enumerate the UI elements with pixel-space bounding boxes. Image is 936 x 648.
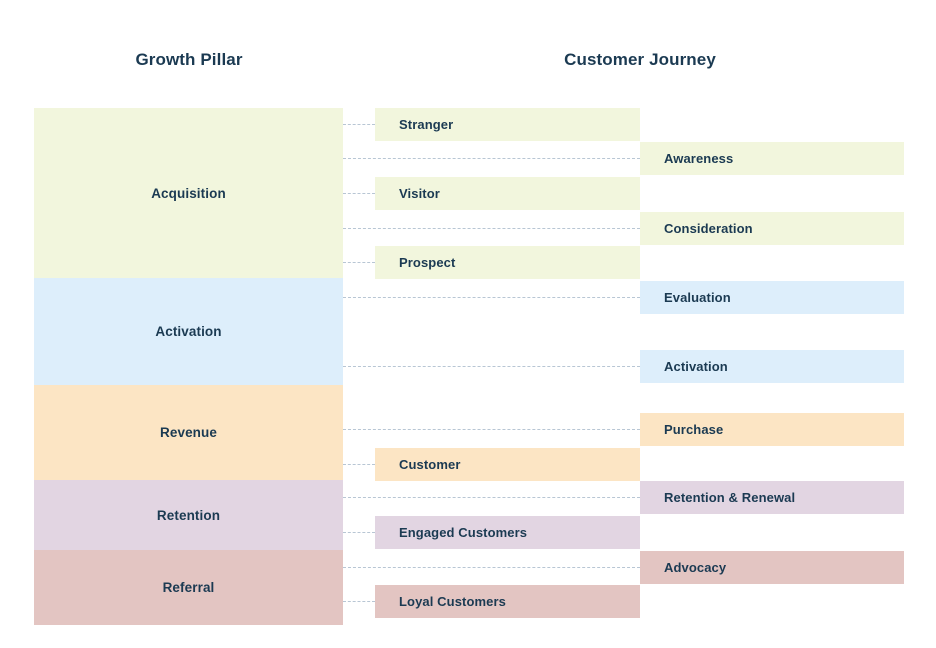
connector-line	[343, 297, 640, 298]
pillar-block[interactable]: Acquisition	[34, 108, 343, 278]
customer-stage-label: Stranger	[399, 117, 454, 132]
customer-stage-label: Prospect	[399, 255, 456, 270]
pillar-label: Activation	[155, 324, 222, 339]
customer-stage-label: Engaged Customers	[399, 525, 528, 540]
journey-stage-bar[interactable]: Advocacy	[640, 551, 904, 584]
connector-line	[343, 567, 640, 568]
journey-stage-label: Retention & Renewal	[664, 490, 796, 505]
customer-stage-bar[interactable]: Visitor	[375, 177, 640, 210]
connector-line	[343, 193, 375, 194]
journey-stage-bar[interactable]: Retention & Renewal	[640, 481, 904, 514]
pillar-block[interactable]: Revenue	[34, 385, 343, 480]
customer-stage-label: Customer	[399, 457, 461, 472]
column-header-customer-journey: Customer Journey	[564, 50, 716, 69]
journey-stage-bar[interactable]: Consideration	[640, 212, 904, 245]
customer-stage-bar[interactable]: Loyal Customers	[375, 585, 640, 618]
journey-stage-label: Evaluation	[664, 290, 731, 305]
customer-stage-bar[interactable]: Engaged Customers	[375, 516, 640, 549]
pillar-label: Referral	[162, 580, 215, 595]
pillar-label: Acquisition	[151, 185, 226, 201]
customer-stage-bar[interactable]: Prospect	[375, 246, 640, 279]
journey-stage-label: Advocacy	[664, 560, 727, 575]
journey-stage-label: Activation	[664, 359, 728, 374]
connector-line	[343, 532, 375, 533]
connector-line	[343, 366, 640, 367]
connector-line	[343, 429, 640, 430]
column-header-growth-pillar: Growth Pillar	[135, 50, 243, 69]
journey-stage-bar[interactable]: Activation	[640, 350, 904, 383]
journey-stage-label: Purchase	[664, 422, 724, 437]
pillar-block[interactable]: Retention	[34, 480, 343, 550]
pillar-block[interactable]: Referral	[34, 550, 343, 625]
journey-stage-bar[interactable]: Purchase	[640, 413, 904, 446]
journey-stage-label: Awareness	[664, 151, 734, 166]
pillar-label: Retention	[156, 507, 221, 523]
connector-line	[343, 228, 640, 229]
connector-line	[343, 497, 640, 498]
pillar-label: Revenue	[160, 425, 217, 440]
customer-stage-label: Visitor	[399, 186, 440, 201]
customer-stage-bar[interactable]: Customer	[375, 448, 640, 481]
journey-stage-bar[interactable]: Awareness	[640, 142, 904, 175]
connector-line	[343, 262, 375, 263]
customer-stage-label: Loyal Customers	[399, 594, 506, 609]
connector-line	[343, 158, 640, 159]
connector-line	[343, 464, 375, 465]
journey-stage-label: Consideration	[664, 221, 753, 236]
connector-line	[343, 124, 375, 125]
connector-line	[343, 601, 375, 602]
pillar-block[interactable]: Activation	[34, 278, 343, 385]
journey-stage-bar[interactable]: Evaluation	[640, 281, 904, 314]
customer-stage-bar[interactable]: Stranger	[375, 108, 640, 141]
